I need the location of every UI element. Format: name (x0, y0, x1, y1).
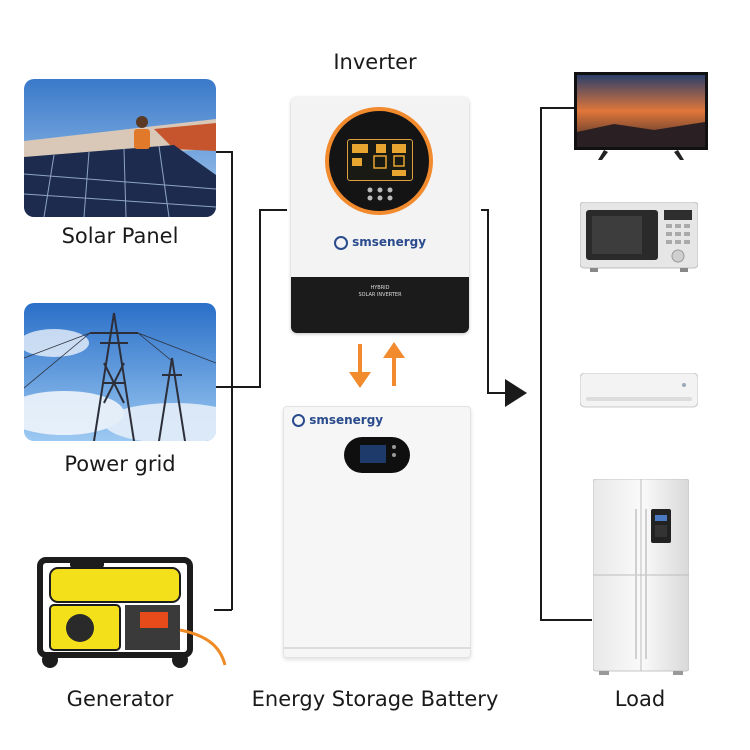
generator-label: Generator (66, 687, 174, 711)
microwave-icon (580, 202, 698, 272)
brand-logo-icon (333, 235, 348, 250)
connector-line (540, 107, 574, 109)
load-label: Load (614, 687, 666, 711)
refrigerator-icon (593, 479, 689, 675)
generator-icon (30, 550, 230, 670)
connector-line (216, 151, 232, 153)
inverter-model-line1: HYBRID (370, 285, 390, 291)
battery-unit: smsenergy (283, 406, 471, 658)
battery-brand: smsenergy (292, 413, 383, 427)
tv-icon (574, 72, 708, 160)
connector-line (259, 209, 261, 388)
inverter-buttons (365, 185, 395, 203)
connector-line (487, 392, 507, 394)
inverter-label: Inverter (333, 50, 417, 74)
inverter-model-line2: SOLAR INVERTER (358, 292, 402, 298)
solar-panel-label: Solar Panel (61, 224, 179, 248)
inverter-lcd (347, 139, 413, 181)
inverter-unit: smsenergy HYBRID SOLAR INVERTER (291, 97, 469, 333)
down-arrow-icon (346, 344, 374, 390)
connector-line (540, 107, 542, 620)
battery-label: Energy Storage Battery (251, 687, 499, 711)
inverter-base-panel: HYBRID SOLAR INVERTER (291, 277, 469, 333)
solar-panel-photo (24, 79, 216, 217)
worker-head (136, 116, 148, 128)
connector-line (259, 209, 287, 211)
up-arrow-icon (380, 340, 408, 386)
inverter-brand: smsenergy (291, 235, 469, 250)
connector-line (216, 386, 260, 388)
connector-line (540, 619, 592, 621)
battery-display (344, 437, 410, 473)
inverter-display-ring (325, 107, 433, 215)
connector-line (231, 151, 233, 610)
brand-logo-icon (292, 414, 305, 427)
connector-line (487, 209, 489, 394)
connector-line (481, 209, 489, 211)
power-grid-photo (24, 303, 216, 441)
power-grid-label: Power grid (64, 452, 176, 476)
arrow-right-icon (505, 379, 527, 407)
connector-line (214, 609, 232, 611)
air-conditioner-icon (580, 373, 698, 409)
